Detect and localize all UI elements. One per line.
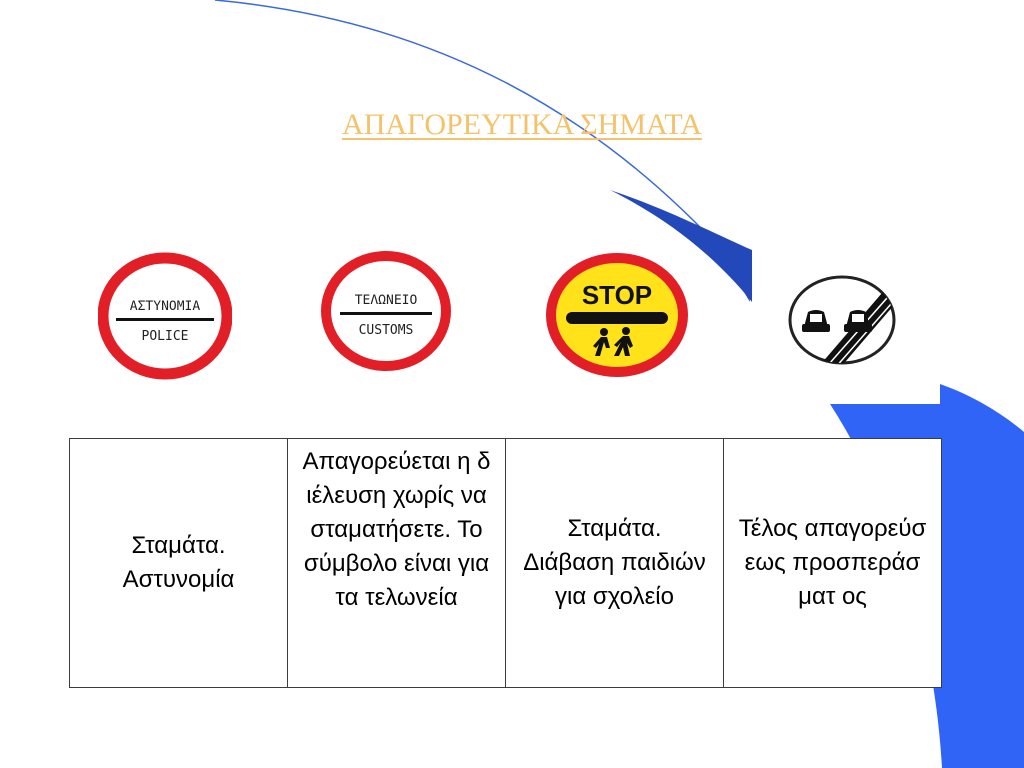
sign-customs-bottom-text: CUSTOMS bbox=[359, 323, 414, 338]
slide-title: ΑΠΑΓΟΡΕΥΤΙΚΑ ΣΗΜΑΤΑ bbox=[342, 108, 702, 141]
sign-police-bottom-text: POLICE bbox=[142, 329, 189, 344]
end-of-no-overtaking-sign-icon bbox=[788, 275, 896, 365]
sign-stop-text: STOP bbox=[582, 280, 652, 310]
children-crossing-icon bbox=[593, 327, 633, 356]
school-crossing-stop-sign-icon: STOP bbox=[546, 253, 688, 377]
table-cell-customs: Απαγορεύεται η διέλευση χωρίς να σταματή… bbox=[287, 438, 506, 688]
decor-arc-line bbox=[214, 0, 741, 271]
decor-blue-wedge bbox=[716, 246, 750, 302]
table-row: Σταμάτα. Αστυνομία Απαγορεύεται η διέλευ… bbox=[69, 438, 942, 688]
police-stop-sign-icon: ΑΣΤΥΝΟΜΙΑ POLICE bbox=[98, 252, 232, 380]
sign-police-top-text: ΑΣΤΥΝΟΜΙΑ bbox=[130, 299, 201, 314]
table-cell-end-overtaking: Τέλος απαγορεύσεως προσπεράσματ ος bbox=[723, 438, 942, 688]
sign-descriptions-table: Σταμάτα. Αστυνομία Απαγορεύεται η διέλευ… bbox=[69, 438, 942, 688]
table-cell-police: Σταμάτα. Αστυνομία bbox=[69, 438, 288, 688]
decor-blue-swoosh-upper bbox=[610, 190, 752, 302]
customs-stop-sign-icon: ΤΕΛΩΝΕΙΟ CUSTOMS bbox=[321, 251, 451, 371]
car-left-icon bbox=[802, 310, 830, 332]
sign-customs-top-text: ΤΕΛΩΝΕΙΟ bbox=[355, 293, 418, 308]
table-cell-school-crossing: Σταμάτα. Διάβαση παιδιών για σχολείο bbox=[505, 438, 724, 688]
car-right-icon bbox=[844, 310, 872, 332]
